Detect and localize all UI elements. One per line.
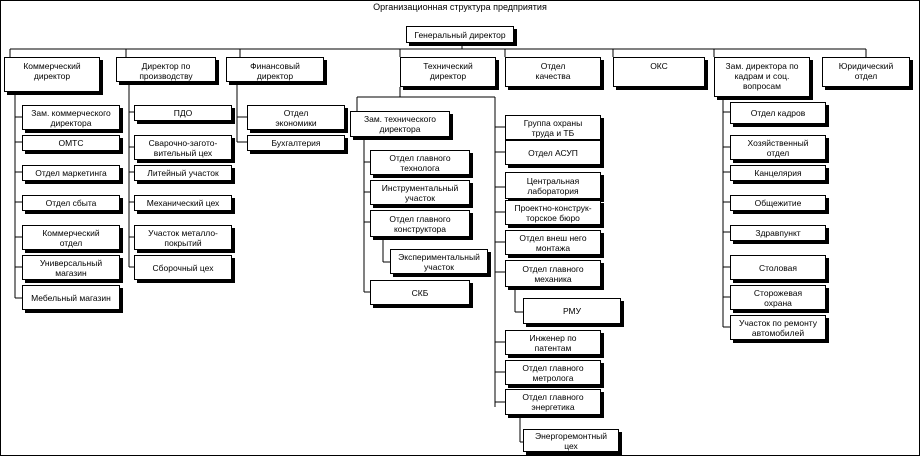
technical-director-box: Технический директор — [400, 57, 496, 87]
oks-box: ОКС — [613, 57, 705, 87]
finance-director-box: Финансовый директор — [226, 57, 324, 82]
patent-engineer-box: Инженер по патентам — [505, 330, 601, 355]
omts-box: ОМТС — [22, 135, 120, 151]
chief-designer-box: Отдел главного конструктора — [370, 210, 470, 237]
welding-workshop-box: Сварочно-загото- вительный цех — [134, 135, 232, 160]
sales-department-box: Отдел сбыта — [22, 195, 120, 211]
chief-mechanic-box: Отдел главного механика — [505, 260, 601, 287]
household-department-box: Хозяйственный отдел — [730, 135, 826, 160]
technical-deputy-box: Зам. технического директора — [350, 111, 450, 137]
marketing-department-box: Отдел маркетинга — [22, 165, 120, 181]
production-director-box: Директор по производству — [116, 57, 216, 82]
ceo-box: Генеральный директор — [406, 26, 514, 43]
commercial-department-box: Коммерческий отдел — [22, 225, 120, 250]
dormitory-box: Общежитие — [730, 195, 826, 211]
chief-metrologist-box: Отдел главного метролога — [505, 360, 601, 385]
pdo-box: ПДО — [134, 105, 232, 121]
design-bureau-box: Проектно-конструк- торское бюро — [505, 200, 601, 225]
tool-section-box: Инструментальный участок — [370, 180, 470, 205]
office-box: Канцелярия — [730, 165, 826, 181]
quality-department-box: Отдел качества — [505, 57, 601, 87]
economics-department-box: Отдел экономики — [247, 105, 345, 130]
security-guard-box: Сторожевая охрана — [730, 285, 826, 310]
legal-department-box: Юридический отдел — [822, 57, 910, 87]
commercial-deputy-box: Зам. коммерческого директора — [22, 105, 120, 130]
accounting-box: Бухгалтерия — [247, 135, 345, 151]
asup-department-box: Отдел АСУП — [505, 140, 601, 165]
personnel-department-box: Отдел кадров — [730, 102, 826, 124]
central-laboratory-box: Центральная лаборатория — [505, 172, 601, 199]
assembly-workshop-box: Сборочный цех — [134, 255, 232, 280]
furniture-store-box: Мебельный магазин — [22, 285, 120, 310]
mechanical-workshop-box: Механический цех — [134, 195, 232, 211]
canteen-box: Столовая — [730, 255, 826, 280]
first-aid-post-box: Здравпункт — [730, 225, 826, 241]
external-installation-box: Отдел внеш него монтажа — [505, 230, 601, 255]
experimental-section-box: Экспериментальный участок — [390, 249, 488, 274]
universal-store-box: Универсальный магазин — [22, 255, 120, 280]
chart-title: Организационная структура предприятия — [373, 2, 547, 12]
chief-power-engineer-box: Отдел главного энергетика — [505, 389, 601, 415]
skb-box: СКБ — [370, 280, 470, 305]
commercial-director-box: Коммерческий директор — [4, 57, 100, 92]
chief-technologist-box: Отдел главного технолога — [370, 150, 470, 175]
metal-coating-section-box: Участок металло- покрытий — [134, 225, 232, 250]
rmu-box: РМУ — [523, 298, 621, 324]
hr-deputy-director-box: Зам. директора по кадрам и соц. вопросам — [714, 57, 810, 97]
car-repair-section-box: Участок по ремонту автомобилей — [730, 315, 826, 340]
energy-repair-shop-box: Энергоремонтный цех — [523, 429, 619, 452]
labor-safety-group-box: Группа охраны труда и ТБ — [505, 115, 601, 140]
foundry-section-box: Литейный участок — [134, 165, 232, 181]
